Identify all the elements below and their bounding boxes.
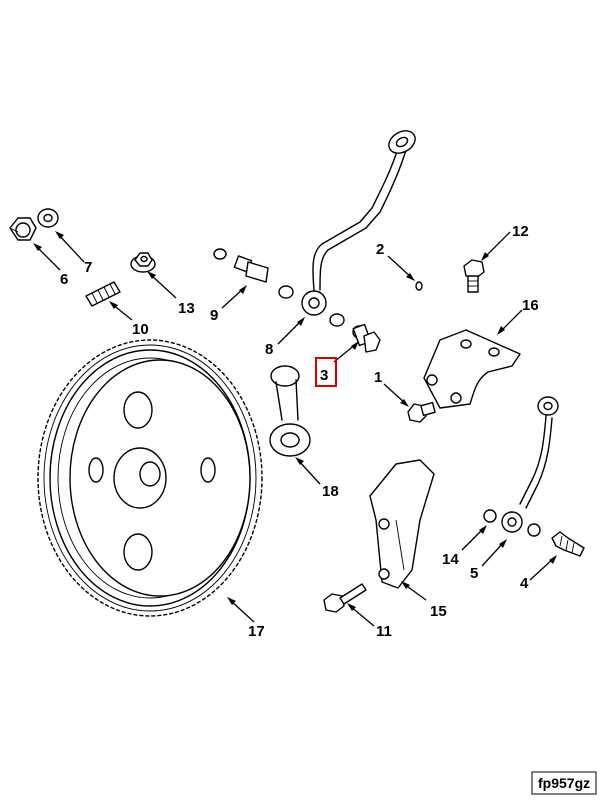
washer-part-14 — [483, 509, 497, 523]
callout-5: 5 — [470, 565, 478, 582]
nut-part-6 — [9, 217, 37, 241]
reference-code-box: fp957gz — [531, 771, 597, 795]
tube-assembly-part-8 — [301, 130, 416, 316]
bolt-part-1 — [407, 401, 436, 423]
callout-13: 13 — [178, 300, 195, 317]
gear-part-17 — [37, 339, 263, 617]
callout-15: 15 — [430, 603, 447, 620]
washer-near-part-8-b — [329, 313, 345, 327]
callout-9: 9 — [210, 307, 218, 324]
leader-lines — [33, 231, 557, 627]
callout-4: 4 — [520, 575, 529, 592]
callout-11: 11 — [376, 623, 392, 640]
o-ring-part-2 — [415, 281, 423, 291]
callout-labels: 6 7 13 10 9 8 2 3 12 16 1 18 15 11 17 14… — [60, 223, 539, 640]
bolt-part-11 — [323, 583, 367, 613]
bracket-part-16 — [423, 329, 521, 409]
callout-2: 2 — [376, 241, 384, 258]
fitting-part-9 — [213, 248, 269, 283]
callout-7: 7 — [84, 259, 92, 276]
callout-3: 3 — [320, 367, 328, 384]
stud-part-10 — [85, 281, 121, 307]
callout-12: 12 — [512, 223, 529, 240]
washer-part-7 — [37, 208, 59, 228]
banjo-bolt-part-4 — [551, 531, 585, 557]
callout-6: 6 — [60, 271, 68, 288]
bolt-part-12 — [463, 259, 485, 293]
bracket-part-15 — [369, 459, 435, 589]
banjo-bolt-part-3 — [352, 323, 381, 353]
flange-nut-part-13 — [130, 252, 156, 273]
callout-1: 1 — [374, 369, 382, 386]
washer-near-part-8-a — [278, 285, 294, 299]
callout-18: 18 — [322, 483, 339, 500]
callout-8: 8 — [265, 341, 273, 358]
banjo-fitting-part-18 — [269, 365, 311, 457]
tube-part-5 — [501, 396, 559, 533]
callout-17: 17 — [248, 623, 265, 640]
reference-code: fp957gz — [538, 775, 590, 791]
callout-16: 16 — [522, 297, 539, 314]
washer-near-part-4 — [527, 523, 541, 537]
callout-3-highlight-box — [315, 357, 337, 387]
callout-10: 10 — [132, 321, 149, 338]
callout-14: 14 — [442, 551, 459, 568]
